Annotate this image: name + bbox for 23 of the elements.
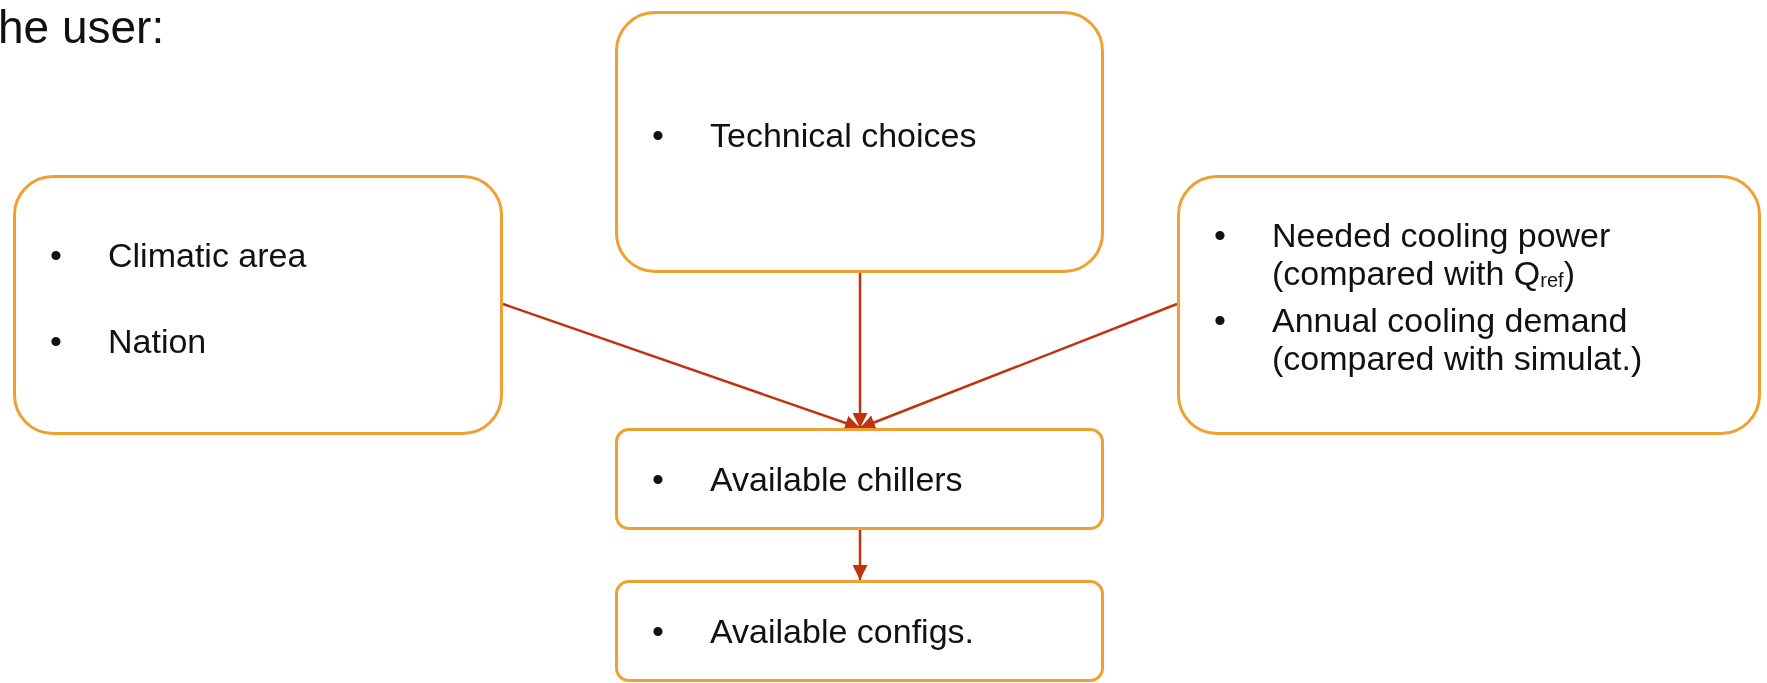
rounded-box bbox=[615, 428, 1104, 530]
bullet-mark: • bbox=[1214, 301, 1226, 341]
rounded-box bbox=[13, 175, 503, 435]
bullet-mark: • bbox=[652, 460, 664, 498]
bullet-text: Technical choices bbox=[710, 116, 978, 154]
rounded-box bbox=[1177, 175, 1761, 435]
bullet-mark: • bbox=[50, 322, 62, 360]
bullet-text: Available configs. bbox=[710, 612, 975, 650]
bullet-mark: • bbox=[1214, 216, 1226, 256]
bullet-text: Available chillers bbox=[710, 460, 964, 498]
arrow bbox=[852, 273, 868, 428]
rounded-box bbox=[615, 580, 1104, 682]
bullet-text: Nation bbox=[108, 322, 208, 360]
bullet-text: Needed cooling power (compared with Q$_{ref}$) bbox=[1272, 216, 1612, 294]
bullet-mark: • bbox=[652, 612, 664, 650]
bullet-text: Climatic area bbox=[108, 236, 308, 274]
bullet-mark: • bbox=[652, 116, 664, 154]
arrow bbox=[859, 302, 1178, 430]
heading-text: he user: bbox=[0, 0, 165, 54]
arrow bbox=[852, 530, 868, 580]
bullet-mark: • bbox=[50, 236, 62, 274]
rounded-box bbox=[615, 11, 1104, 273]
bullet-text: Annual cooling demand (compared with simulat.) bbox=[1272, 301, 1644, 377]
